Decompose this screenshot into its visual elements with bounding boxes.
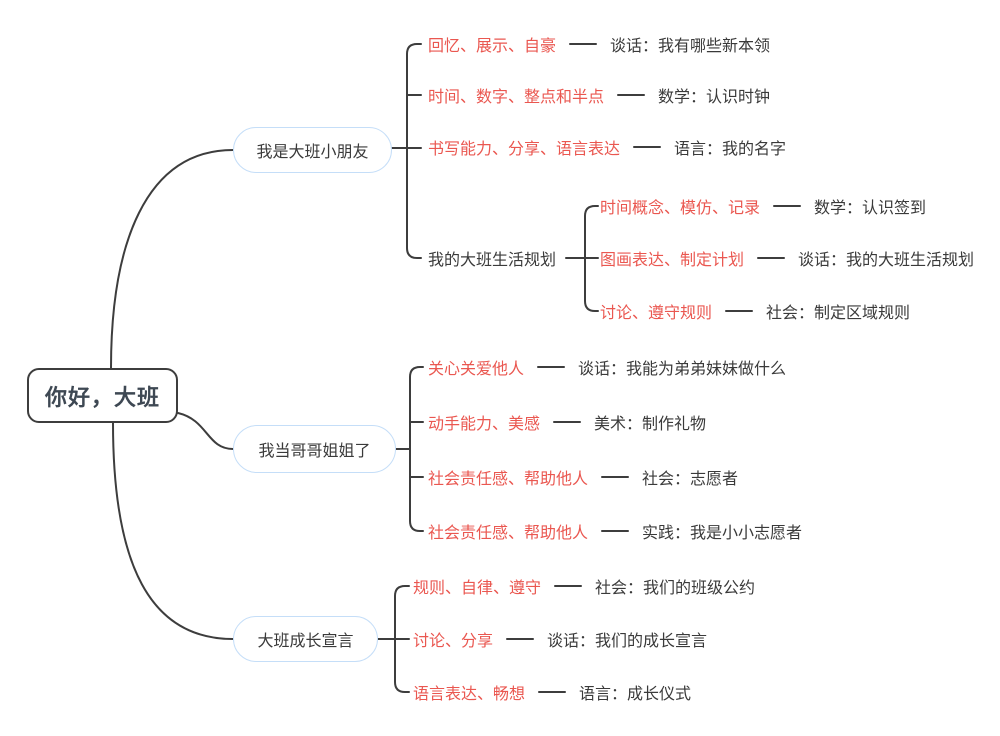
activity-label[interactable]: 美术：制作礼物	[594, 416, 707, 433]
dash-connector	[553, 421, 582, 423]
edge-branch2-bracket	[409, 366, 424, 532]
activity-label[interactable]: 谈话：我的大班生活规划	[798, 252, 975, 269]
edge-subbranch-bracket	[584, 205, 599, 312]
keywords-label[interactable]: 社会责任感、帮助他人	[428, 471, 589, 488]
dash-connector	[633, 146, 662, 148]
activity-label[interactable]: 数学：认识签到	[814, 200, 927, 217]
leaf-row: 关心关爱他人 谈话：我能为弟弟妹妹做什么	[428, 355, 786, 379]
leaf-row: 图画表达、制定计划 谈话：我的大班生活规划	[600, 246, 974, 270]
leaf-row: 时间概念、模仿、记录 数学：认识签到	[600, 194, 926, 218]
leaf-row: 社会责任感、帮助他人 实践：我是小小志愿者	[428, 519, 802, 543]
leaf-row: 语言表达、畅想 语言：成长仪式	[413, 680, 691, 704]
keywords-label[interactable]: 书写能力、分享、语言表达	[428, 141, 621, 158]
node-branch-2[interactable]: 我当哥哥姐姐了	[233, 425, 396, 473]
activity-label[interactable]: 社会：我们的班级公约	[595, 580, 756, 597]
activity-label[interactable]: 谈话：我有哪些新本领	[610, 38, 771, 55]
activity-label[interactable]: 语言：我的名字	[674, 141, 787, 158]
keywords-label[interactable]: 语言表达、畅想	[413, 686, 526, 703]
keywords-label[interactable]: 动手能力、美感	[428, 416, 541, 433]
edge-root-branch3	[112, 422, 234, 640]
dash-connector	[773, 205, 802, 207]
leaf-row: 讨论、分享 谈话：我们的成长宣言	[413, 627, 707, 651]
activity-label[interactable]: 数学：认识时钟	[658, 89, 771, 106]
keywords-label[interactable]: 讨论、遵守规则	[600, 305, 713, 322]
activity-label[interactable]: 谈话：我能为弟弟妹妹做什么	[578, 361, 787, 378]
edge-root-branch1	[110, 149, 234, 369]
keywords-label[interactable]: 时间、数字、整点和半点	[428, 89, 605, 106]
dash-connector	[554, 585, 583, 587]
edge-root-branch2	[177, 412, 234, 450]
keywords-label[interactable]: 时间概念、模仿、记录	[600, 200, 761, 217]
subbranch-label[interactable]: 我的大班生活规划	[428, 252, 557, 269]
dash-connector	[725, 310, 754, 312]
dash-connector	[537, 366, 566, 368]
leaf-row: 时间、数字、整点和半点 数学：认识时钟	[428, 83, 770, 107]
node-branch-1[interactable]: 我是大班小朋友	[233, 127, 392, 173]
leaf-row: 书写能力、分享、语言表达 语言：我的名字	[428, 135, 786, 159]
activity-label[interactable]: 社会：志愿者	[642, 471, 739, 488]
leaf-row: 回忆、展示、自豪 谈话：我有哪些新本领	[428, 32, 770, 56]
keywords-label[interactable]: 规则、自律、遵守	[413, 580, 542, 597]
keywords-label[interactable]: 社会责任感、帮助他人	[428, 525, 589, 542]
leaf-row: 动手能力、美感 美术：制作礼物	[428, 410, 706, 434]
activity-label[interactable]: 谈话：我们的成长宣言	[547, 633, 708, 650]
keywords-label[interactable]: 回忆、展示、自豪	[428, 38, 557, 55]
keywords-label[interactable]: 图画表达、制定计划	[600, 252, 745, 269]
node-branch-3[interactable]: 大班成长宣言	[233, 616, 378, 662]
node-root[interactable]: 你好，大班	[27, 368, 178, 423]
activity-label[interactable]: 语言：成长仪式	[579, 686, 692, 703]
edge-branch3-bracket	[394, 585, 410, 693]
dash-connector	[601, 476, 630, 478]
dash-connector	[757, 257, 786, 259]
leaf-row: 规则、自律、遵守 社会：我们的班级公约	[413, 574, 755, 598]
dash-connector	[601, 530, 630, 532]
keywords-label[interactable]: 关心关爱他人	[428, 361, 525, 378]
activity-label[interactable]: 社会：制定区域规则	[766, 305, 911, 322]
dash-connector	[569, 43, 598, 45]
keywords-label[interactable]: 讨论、分享	[413, 633, 494, 650]
activity-label[interactable]: 实践：我是小小志愿者	[642, 525, 803, 542]
dash-connector	[538, 691, 567, 693]
dash-connector	[617, 94, 646, 96]
leaf-row: 社会责任感、帮助他人 社会：志愿者	[428, 465, 738, 489]
leaf-row: 讨论、遵守规则 社会：制定区域规则	[600, 299, 910, 323]
node-subbranch: 我的大班生活规划	[428, 246, 556, 270]
dash-connector	[506, 638, 535, 640]
edge-branch1-bracket	[406, 43, 422, 259]
